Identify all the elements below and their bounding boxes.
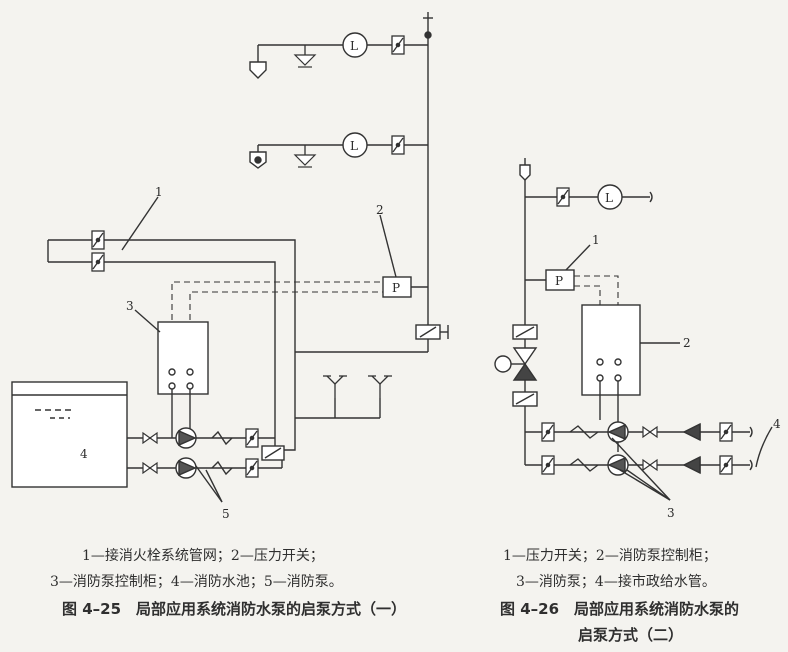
callout-3: 3 — [667, 506, 675, 520]
signal-valve-upper — [391, 35, 405, 55]
fig26-legend-line1: 1—压力开关；2—消防泵控制柜； — [503, 548, 717, 564]
pump-control-cabinet — [581, 304, 641, 396]
callout-4: 4 — [773, 417, 781, 431]
pressure-switch-label: P — [555, 274, 563, 288]
fig25-legend-line1: 1—接消火栓系统管网；2—压力开关； — [82, 548, 324, 564]
callout-4: 4 — [80, 447, 88, 461]
level-switch-upper — [342, 32, 368, 58]
figure-4-26 — [494, 158, 773, 501]
fire-pump-icon — [175, 427, 197, 449]
level-switch-label: L — [350, 39, 358, 53]
callout-5: 5 — [222, 507, 230, 521]
fig25-title: 图 4–25 局部应用系统消防水泵的启泵方式（一） — [62, 600, 407, 618]
callout-1: 1 — [155, 185, 163, 199]
fig26-title-line1: 图 4–26 局部应用系统消防水泵的 — [500, 600, 740, 618]
figure-4-25 — [11, 12, 449, 503]
drain-bell-icon-lower — [294, 144, 316, 168]
sprinkler-nozzle-icon — [367, 375, 393, 399]
level-switch — [597, 184, 623, 210]
pressure-switch-label: P — [392, 281, 400, 295]
fig26-title-line2: 启泵方式（二） — [578, 626, 684, 644]
hydrant-network-inner — [48, 261, 276, 450]
fire-water-tank — [11, 381, 128, 488]
callout-3: 3 — [126, 299, 134, 313]
callout-1: 1 — [592, 233, 600, 247]
hydrant-network-outer — [48, 239, 296, 451]
callout-2: 2 — [683, 336, 691, 350]
fire-pump-icon — [607, 421, 629, 443]
fire-pump-icon — [607, 454, 629, 476]
fig26-legend-line2: 3—消防泵；4—接市政给水管。 — [516, 574, 716, 590]
level-switch-lower — [342, 132, 368, 158]
callout-2: 2 — [376, 203, 384, 217]
level-switch-label: L — [605, 191, 613, 205]
level-switch-label: L — [350, 139, 358, 153]
sprinkler-nozzle-icon — [322, 375, 348, 399]
drain-bell-icon-upper — [294, 44, 316, 68]
signal-valve-lower — [391, 135, 405, 155]
signal-valve — [556, 187, 570, 207]
fire-pump-icon — [175, 457, 197, 479]
fig25-legend-line2: 3—消防泵控制柜；4—消防水池；5—消防泵。 — [50, 574, 343, 590]
pump-control-cabinet — [157, 321, 209, 395]
